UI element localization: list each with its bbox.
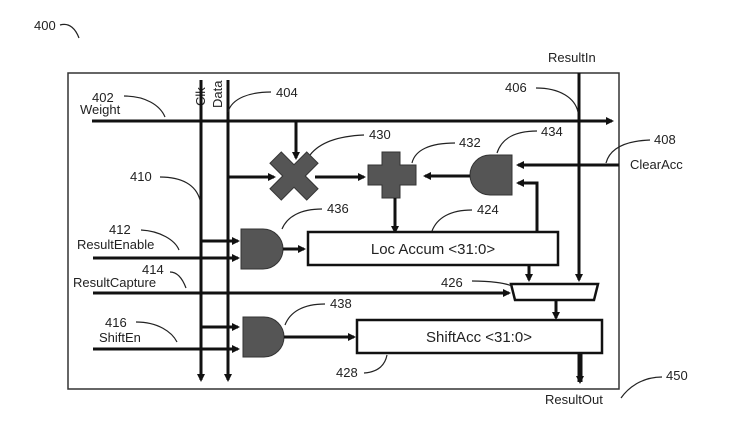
result-in-leader [535, 87, 579, 113]
result-capture-ref: 414 [142, 262, 164, 277]
and-gate-shift-ref: 438 [330, 296, 352, 311]
data-leader [227, 91, 272, 113]
adder-leader [411, 142, 456, 164]
clk-leader [159, 176, 201, 201]
shift-acc-leader [363, 354, 388, 374]
multiplier-ref: 430 [369, 127, 391, 142]
result-capture-label: ResultCapture [73, 275, 156, 290]
shift-en-leader [135, 321, 178, 343]
shift-acc-ref: 428 [336, 365, 358, 380]
result-in-label: ResultIn [548, 50, 596, 65]
shift-acc-label: ShiftAcc <31:0> [426, 329, 532, 346]
accum-feedback-wire [516, 179, 539, 238]
shift-acc-block [355, 318, 604, 355]
clk-ref: 410 [130, 169, 152, 184]
weight-ref: 402 [92, 90, 114, 105]
mux-leader [471, 280, 513, 287]
and-gate-result-leader [281, 208, 323, 230]
result-enable-leader [140, 229, 180, 251]
result-out-label: ResultOut [545, 392, 603, 407]
clear-acc-ref: 408 [654, 132, 676, 147]
weight-leader [123, 95, 166, 118]
adder-ref: 432 [459, 135, 481, 150]
shift-en-ref: 416 [105, 315, 127, 330]
and-gate-clear [469, 154, 513, 196]
outline-ref-leader [620, 376, 663, 399]
data-label: Data [210, 80, 225, 108]
figure-ref-leader [59, 23, 80, 39]
and-gate-shift [242, 316, 285, 358]
loc-accum-ref: 424 [477, 202, 499, 217]
module-outline [67, 72, 620, 390]
shift-en-label: ShiftEn [99, 330, 141, 345]
multiplier-multiply-icon [269, 151, 319, 201]
multiplier-leader [309, 134, 365, 156]
result-enable-ref: 412 [109, 222, 131, 237]
clear-acc-leader [605, 139, 651, 164]
loc-accum-leader [431, 209, 473, 232]
result-capture-leader [169, 271, 187, 289]
and-gate-result [240, 228, 284, 270]
result-in-ref: 406 [505, 80, 527, 95]
result-enable-label: ResultEnable [77, 237, 154, 252]
mux-ref: 426 [441, 275, 463, 290]
loc-accum-label: Loc Accum <31:0> [371, 241, 495, 258]
clear-acc-label: ClearAcc [630, 157, 683, 172]
adder-plus-icon [367, 151, 417, 199]
loc-accum-block [306, 230, 560, 267]
figure-ref-400: 400 [34, 18, 56, 33]
mux-block [509, 282, 600, 302]
and-gate-result-ref: 436 [327, 201, 349, 216]
and-gate-clear-leader [496, 130, 538, 154]
and-gate-clear-ref: 434 [541, 124, 563, 139]
and-gate-shift-leader [284, 303, 326, 326]
weight-label: Weight [80, 102, 121, 117]
data-ref: 404 [276, 85, 298, 100]
outline-ref-450: 450 [666, 368, 688, 383]
